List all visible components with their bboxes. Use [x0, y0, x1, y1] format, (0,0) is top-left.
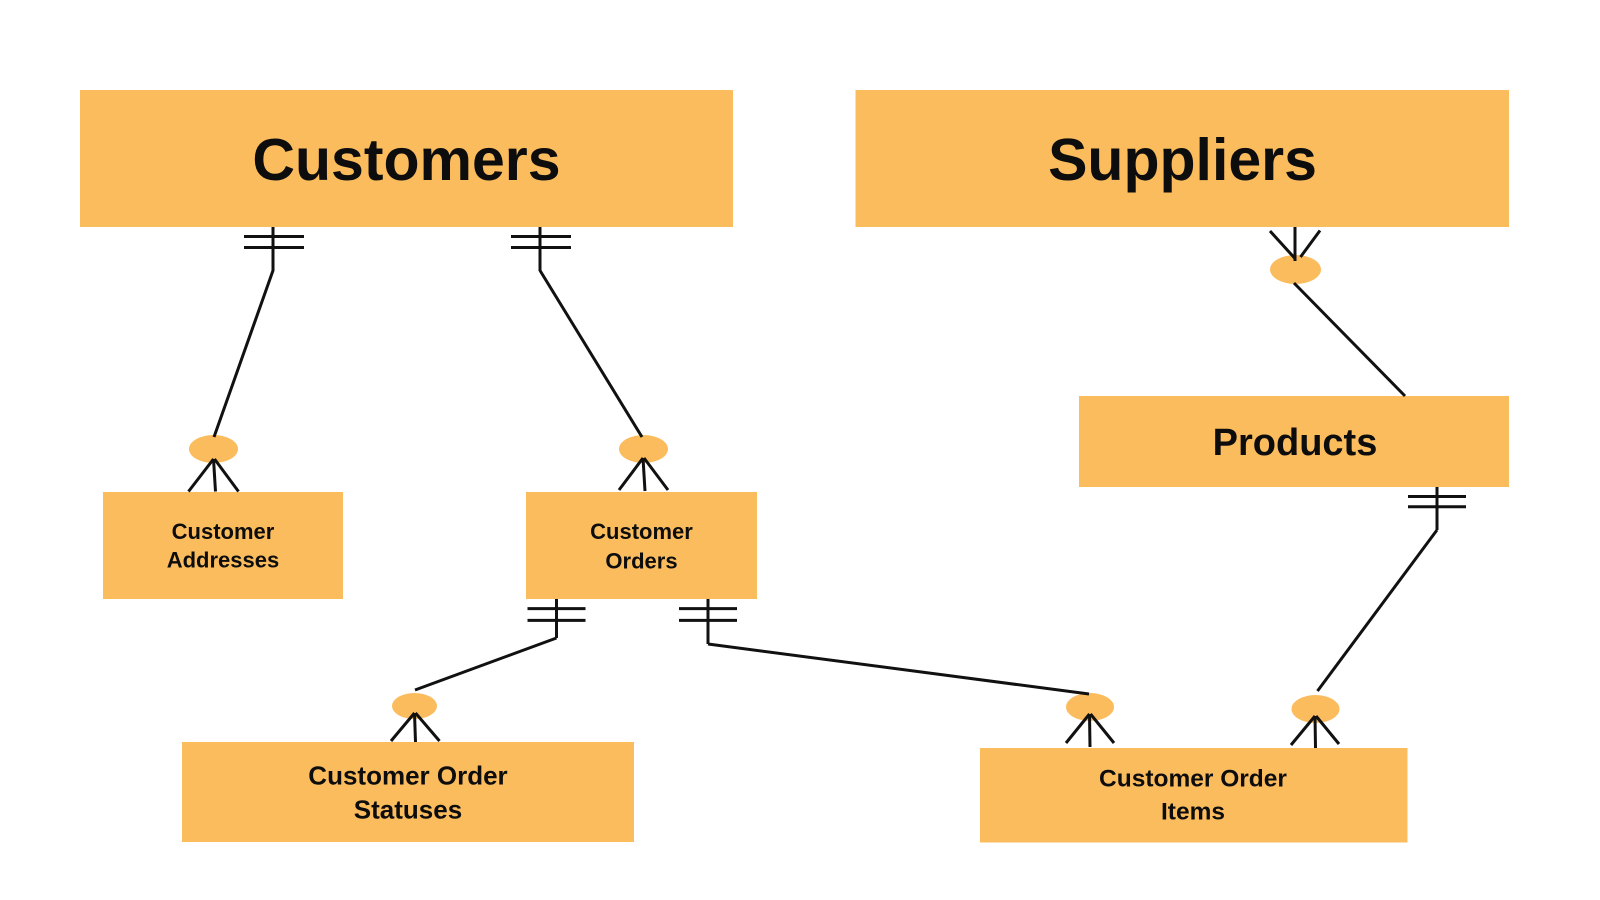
svg-text:Products: Products	[1213, 422, 1378, 464]
svg-text:Suppliers: Suppliers	[1048, 127, 1317, 193]
svg-text:Customers: Customers	[252, 127, 560, 193]
svg-text:Customer: Customer	[172, 519, 275, 544]
svg-text:Customer Order: Customer Order	[1099, 766, 1287, 793]
svg-text:Orders: Orders	[605, 549, 677, 574]
svg-text:Customer: Customer	[590, 519, 693, 544]
svg-text:Addresses: Addresses	[167, 548, 280, 573]
svg-text:Statuses: Statuses	[354, 794, 462, 824]
svg-text:Items: Items	[1161, 798, 1225, 825]
svg-text:Customer Order: Customer Order	[308, 761, 507, 791]
